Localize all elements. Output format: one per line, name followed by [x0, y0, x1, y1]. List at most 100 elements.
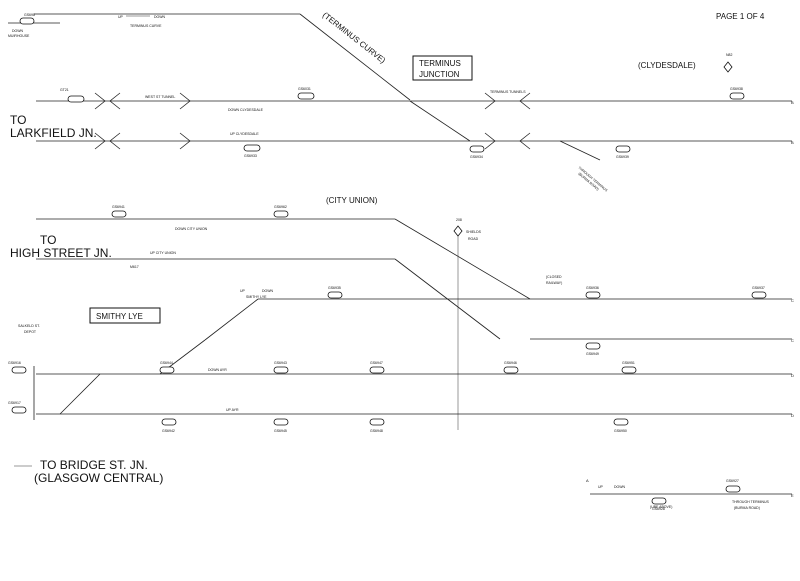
- terminus-curve-diagonal: [299, 13, 411, 101]
- terminus-junction-box: [412, 55, 473, 81]
- bridge-st-label-1: TO BRIDGE ST. JN.: [40, 458, 148, 472]
- signal-head: [503, 366, 519, 374]
- line-code-c-2: C: [791, 338, 794, 343]
- signal-head: [725, 485, 741, 493]
- terminus-tunnels: TERMINUS TUNNELS: [484, 90, 531, 150]
- signal-label: M617: [130, 265, 139, 269]
- shields-road-label-1: SHIELDS: [466, 230, 482, 234]
- down-clydesdale-label: DOWN CLYDESDALE: [228, 108, 264, 112]
- tunnel-portal: [484, 132, 496, 150]
- clydesdale-area-label: (CLYDESDALE): [638, 61, 696, 70]
- signal-label: GS6937: [752, 286, 765, 290]
- signal-head: [273, 210, 289, 218]
- signal-label: GS6948: [370, 429, 383, 433]
- signal-head: [469, 145, 485, 153]
- clydesdale-lines: B B: [36, 100, 794, 161]
- signal-label: GS6943: [274, 361, 287, 365]
- smithy-lye-area-label: SMITHY LYE: [96, 312, 143, 321]
- down-label: DOWN: [154, 15, 166, 19]
- city-union-diagonal: [394, 218, 531, 300]
- high-street-label-2: HIGH STREET JN.: [10, 246, 112, 260]
- terminus-junction-label-1: TERMINUS: [419, 59, 461, 68]
- signal-head: [159, 366, 175, 374]
- through-terminus-e-1: THROUGH TERMINUS: [732, 500, 770, 504]
- signal-head: [621, 366, 637, 374]
- signal-label: GS6916: [8, 361, 21, 365]
- terminus-curve-line-label: TERMINUS CURVE: [130, 24, 162, 28]
- signal-label: GS6938: [730, 87, 743, 91]
- tunnel-portal: [484, 92, 496, 110]
- e-line: E A UP DOWN (UBE ABOVE) THROUGH TERMINUS…: [586, 478, 794, 510]
- signal-label: GS6951: [622, 361, 635, 365]
- signal-label: GS6947: [370, 361, 383, 365]
- salkeld-label-2: DEPOT: [24, 330, 37, 334]
- down-muirhouse-label-1: DOWN: [12, 29, 24, 33]
- down-city-union-label: DOWN CITY UNION: [175, 227, 208, 231]
- closed-railway-label-1: (CLOSED: [546, 275, 562, 279]
- junction-marker: [723, 61, 733, 73]
- signal-label: GS6935: [328, 286, 341, 290]
- bridge-st-label-2: (GLASGOW CENTRAL): [34, 471, 163, 485]
- up-label: UP: [240, 289, 246, 293]
- terminus-junction-label-2: JUNCTION: [419, 70, 460, 79]
- signal-head: [615, 145, 631, 153]
- line-code-c: C: [791, 298, 794, 303]
- signal-label: GS6936: [586, 286, 599, 290]
- signal-label: GS6933: [244, 154, 257, 158]
- through-terminus-e-2: (BURMA ROAD): [734, 506, 760, 510]
- signal-label: GS6946: [504, 361, 517, 365]
- up-clydesdale-label: UP CLYDESDALE: [230, 132, 259, 136]
- shields-road-label-2: ROAD: [468, 237, 479, 241]
- ube-above-label: (UBE ABOVE): [650, 505, 672, 509]
- smithy-lye-curve: [204, 298, 259, 341]
- signal-label: GT21: [60, 88, 69, 92]
- signal-label: GS6941: [112, 205, 125, 209]
- signal-label: GS6939: [616, 155, 629, 159]
- down-muirhouse-label-2: MUIRHOUSE: [8, 34, 30, 38]
- signal-head: [11, 406, 27, 414]
- line-code-b-2: B: [791, 140, 794, 145]
- line-code-e: E: [791, 493, 794, 498]
- terminus-tunnels-label: TERMINUS TUNNELS: [490, 90, 526, 94]
- ayr-crossover: [59, 373, 101, 415]
- closed-railway-label-2: RAILWAY): [546, 281, 562, 285]
- signal-head: [369, 366, 385, 374]
- through-terminus-spur: [559, 140, 601, 161]
- signal-head: [751, 291, 767, 299]
- signal-label: N82: [726, 53, 732, 57]
- signal-head: [297, 92, 315, 100]
- signal-head: [273, 418, 289, 426]
- signal-head: [273, 366, 289, 374]
- through-terminus-label-1: THROUGH TERMINUS: [577, 166, 608, 193]
- up-label: UP: [118, 15, 124, 19]
- line-code-a: A: [586, 478, 589, 483]
- line-code-b: B: [791, 100, 794, 105]
- tunnel-portal: [519, 132, 531, 150]
- tunnel-portal: [109, 132, 121, 150]
- smithy-lye-box: [89, 307, 161, 324]
- signal-label: GS6949: [586, 352, 599, 356]
- signal-label: GS6031: [298, 87, 311, 91]
- signal-label: GS6962: [274, 205, 287, 209]
- city-union-lines: DOWN CITY UNION UP CITY UNION M617: [36, 218, 531, 340]
- signal-head: [11, 366, 27, 374]
- signal-label: GS6950: [614, 429, 627, 433]
- larkfield-label-2: LARKFIELD JN.: [10, 126, 97, 140]
- high-street-label-1: TO: [40, 233, 56, 247]
- tunnel-portal: [94, 132, 106, 150]
- ayr-lines: D D DOWN AYR UP AYR: [33, 339, 794, 420]
- signal-head: [585, 291, 601, 299]
- line-code-d-2: D: [791, 413, 794, 418]
- tunnel-portal: [179, 92, 191, 110]
- signal-head: [651, 497, 667, 505]
- crossover-track: [409, 100, 471, 142]
- up-ayr-label: UP AYR: [226, 408, 239, 412]
- tunnel-portal: [179, 132, 191, 150]
- line-code-d: D: [791, 373, 794, 378]
- salkeld-label-1: SALKELD ST.: [18, 324, 40, 328]
- up-label: UP: [598, 485, 604, 489]
- signal-label: GS6927: [726, 479, 739, 483]
- signal-label: GS6917: [8, 401, 21, 405]
- up-city-union-label: UP CITY UNION: [150, 251, 176, 255]
- top-track-group: GS698 DOWN MUIRHOUSE UP DOWN TERMINUS CU…: [8, 13, 411, 101]
